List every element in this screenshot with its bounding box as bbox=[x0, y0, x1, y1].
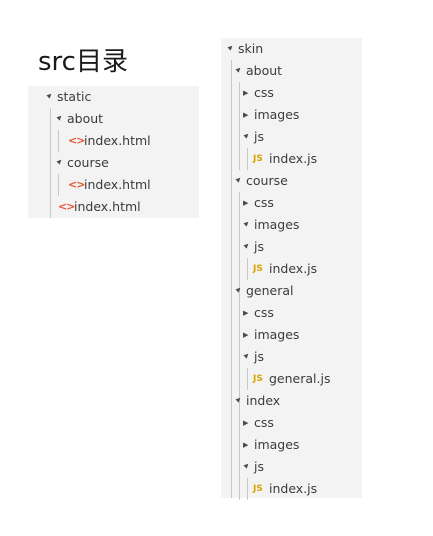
tree-item-label: general bbox=[246, 283, 294, 298]
tree-item-label: css bbox=[254, 305, 274, 320]
indent-guide bbox=[239, 82, 240, 170]
tree-folder-item[interactable]: ▲js bbox=[243, 236, 264, 258]
tree-item-label: course bbox=[67, 155, 109, 170]
tree-folder-item[interactable]: ▲about bbox=[235, 60, 282, 82]
tree-item-label: index.js bbox=[269, 151, 318, 166]
tree-folder-item[interactable]: ▲images bbox=[243, 214, 300, 236]
js-file-icon: JS bbox=[253, 264, 263, 274]
indent-guide bbox=[50, 108, 51, 218]
tree-item-label: about bbox=[246, 63, 283, 78]
tree-item-label: css bbox=[254, 85, 274, 100]
static-explorer-panel: ▲static▲about<>index.html▲course<>index.… bbox=[28, 86, 199, 218]
tree-item-label: index.html bbox=[74, 199, 141, 214]
tree-folder-item[interactable]: ▶ images bbox=[243, 434, 299, 456]
chevron-collapsed-icon[interactable]: ▶ bbox=[243, 89, 249, 97]
tree-folder-item[interactable]: ▶ images bbox=[243, 324, 299, 346]
tree-folder-item[interactable]: ▲js bbox=[243, 126, 264, 148]
indent-guide bbox=[58, 130, 59, 152]
tree-folder-item[interactable]: ▲course bbox=[56, 152, 109, 174]
tree-item-label: skin bbox=[238, 41, 264, 56]
tree-item-label: course bbox=[246, 173, 288, 188]
tree-folder-item[interactable]: ▲js bbox=[243, 456, 264, 478]
tree-file-item[interactable]: <>index.html bbox=[68, 130, 151, 152]
tree-item-label: images bbox=[254, 217, 300, 232]
tree-folder-item[interactable]: ▲js bbox=[243, 346, 264, 368]
indent-guide bbox=[58, 174, 59, 196]
tree-folder-item[interactable]: ▲course bbox=[235, 170, 288, 192]
js-file-icon: JS bbox=[253, 154, 263, 164]
indent-guide bbox=[231, 60, 232, 498]
tree-folder-item[interactable]: ▲static bbox=[46, 86, 92, 108]
indent-guide bbox=[247, 478, 248, 500]
indent-guide bbox=[239, 412, 240, 500]
tree-folder-item[interactable]: ▶ css bbox=[243, 82, 274, 104]
indent-guide bbox=[247, 148, 248, 170]
tree-item-label: images bbox=[254, 437, 300, 452]
tree-item-label: general.js bbox=[269, 371, 331, 386]
tree-item-label: images bbox=[254, 327, 300, 342]
chevron-collapsed-icon[interactable]: ▶ bbox=[243, 111, 249, 119]
tree-folder-item[interactable]: ▶ images bbox=[243, 104, 299, 126]
chevron-collapsed-icon[interactable]: ▶ bbox=[243, 309, 249, 317]
html-file-icon: <> bbox=[68, 178, 85, 191]
tree-item-label: about bbox=[67, 111, 104, 126]
tree-item-label: js bbox=[254, 239, 264, 254]
tree-folder-item[interactable]: ▶ css bbox=[243, 192, 274, 214]
tree-folder-item[interactable]: ▲skin bbox=[227, 38, 263, 60]
tree-file-item[interactable]: JS index.js bbox=[253, 478, 317, 500]
tree-item-label: static bbox=[57, 89, 92, 104]
html-file-icon: <> bbox=[68, 134, 85, 147]
tree-item-label: js bbox=[254, 129, 264, 144]
tree-folder-item[interactable]: ▲index bbox=[235, 390, 280, 412]
js-file-icon: JS bbox=[253, 374, 263, 384]
tree-folder-item[interactable]: ▲general bbox=[235, 280, 294, 302]
tree-file-item[interactable]: <>index.html bbox=[68, 174, 151, 196]
html-file-icon: <> bbox=[58, 200, 75, 213]
tree-item-label: images bbox=[254, 107, 300, 122]
tree-item-label: css bbox=[254, 415, 274, 430]
tree-folder-item[interactable]: ▶ css bbox=[243, 412, 274, 434]
tree-file-item[interactable]: JS index.js bbox=[253, 258, 317, 280]
tree-item-label: index bbox=[246, 393, 281, 408]
indent-guide bbox=[239, 302, 240, 412]
page-title: src目录 bbox=[38, 47, 128, 77]
tree-item-label: index.html bbox=[84, 133, 151, 148]
tree-file-item[interactable]: JS index.js bbox=[253, 148, 317, 170]
tree-item-label: index.js bbox=[269, 261, 318, 276]
indent-guide bbox=[247, 368, 248, 390]
tree-item-label: css bbox=[254, 195, 274, 210]
tree-item-label: js bbox=[254, 349, 264, 364]
indent-guide bbox=[247, 258, 248, 280]
tree-file-item[interactable]: JS general.js bbox=[253, 368, 330, 390]
tree-file-item[interactable]: <>index.html bbox=[58, 196, 141, 218]
tree-item-label: index.js bbox=[269, 481, 318, 496]
tree-folder-item[interactable]: ▲about bbox=[56, 108, 103, 130]
chevron-collapsed-icon[interactable]: ▶ bbox=[243, 441, 249, 449]
tree-item-label: index.html bbox=[84, 177, 151, 192]
chevron-collapsed-icon[interactable]: ▶ bbox=[243, 331, 249, 339]
js-file-icon: JS bbox=[253, 484, 263, 494]
chevron-collapsed-icon[interactable]: ▶ bbox=[243, 419, 249, 427]
tree-folder-item[interactable]: ▶ css bbox=[243, 302, 274, 324]
tree-item-label: js bbox=[254, 459, 264, 474]
indent-guide bbox=[239, 192, 240, 302]
chevron-collapsed-icon[interactable]: ▶ bbox=[243, 199, 249, 207]
